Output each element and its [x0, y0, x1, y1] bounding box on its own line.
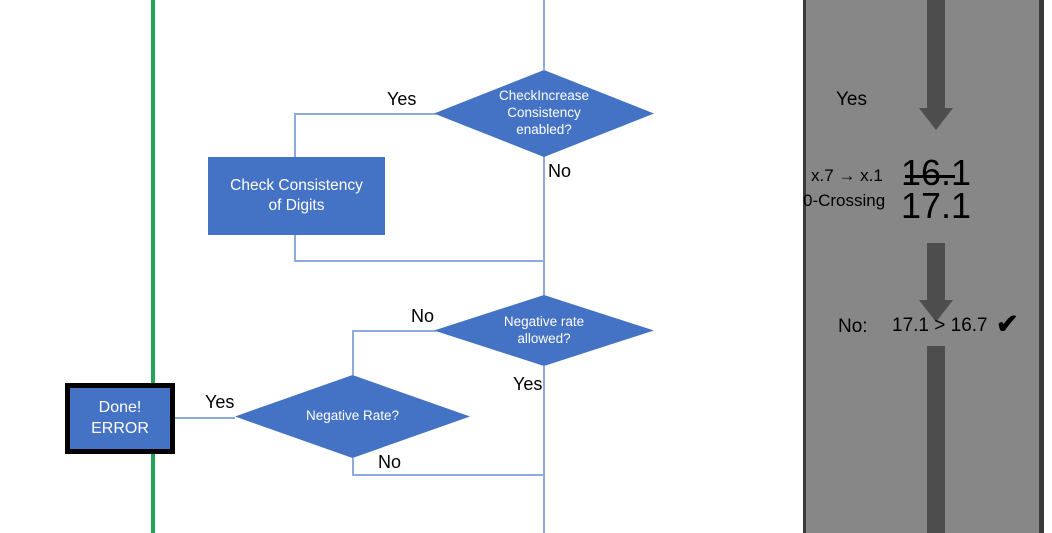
panel-arrow-top-stem: [927, 0, 945, 108]
panel-row-1-value: 17.1: [901, 185, 972, 226]
branch-label-check-increase-no: No: [548, 161, 572, 181]
diamond-shape: [434, 70, 654, 157]
connector-process-bottom-down: [294, 235, 296, 262]
panel-row-0-left: x.7 → x.1: [811, 166, 883, 185]
decision-check-increase-consistency[interactable]: CheckIncrease Consistency enabled?: [434, 70, 654, 157]
panel-left-edge: [803, 0, 806, 533]
connector-yes-down-to-process: [294, 113, 296, 157]
connector-process-to-trunk: [294, 260, 545, 262]
branch-label-negative-rate-allowed-yes: Yes: [513, 374, 543, 394]
branch-label-negative-rate-yes: Yes: [205, 392, 235, 412]
branch-label-negative-rate-allowed-no: No: [411, 306, 435, 326]
process-check-consistency-of-digits[interactable]: Check Consistency of Digits: [208, 157, 385, 235]
panel-row-1-left: 0-Crossing: [803, 191, 886, 210]
connector-yes-horizontal: [294, 113, 436, 115]
process-check-consistency-of-digits-label: Check Consistency of Digits: [230, 176, 363, 214]
branch-label-negative-rate-no: No: [378, 452, 402, 472]
diamond-shape: [235, 375, 470, 458]
process-done-error-label: Done! ERROR: [91, 398, 149, 437]
panel-comparison-expression: 17.1 > 16.7: [892, 315, 988, 336]
branch-label-check-increase-yes: Yes: [387, 89, 417, 109]
diamond-shape: [434, 295, 654, 366]
connector-top-stem: [543, 0, 545, 70]
panel-row-0-value: 16.1: [901, 152, 972, 193]
green-divider-rule: [151, 0, 155, 533]
connector-negrate-no-to-trunk: [352, 474, 545, 476]
panel-yes-label: Yes: [836, 89, 867, 110]
decision-negative-rate[interactable]: Negative Rate?: [235, 375, 470, 458]
connector-bottom-exit: [543, 474, 545, 533]
panel-right-edge: [1039, 0, 1044, 533]
panel-row-0-strikethrough: [905, 175, 955, 178]
panel-comparison-prefix: No:: [838, 316, 868, 337]
panel-arrow-middle-stem: [927, 243, 945, 301]
panel-comparison-check-icon: ✔: [996, 309, 1019, 339]
connector-negallowed-no-down: [352, 330, 354, 375]
connector-negrate-no-down: [352, 458, 354, 476]
connector-negallowed-no-horizontal: [352, 330, 436, 332]
connector-no-down-trunk: [543, 156, 545, 262]
panel-arrow-middle-head: [919, 300, 953, 322]
connector-trunk-to-negative-allowed: [543, 260, 545, 295]
right-detail-panel: Yes x.7 → x.1 16.1 0-Crossing 17.1 No: 1…: [803, 0, 1044, 533]
panel-arrow-bottom-stem: [927, 346, 945, 533]
process-done-error[interactable]: Done! ERROR: [65, 383, 175, 454]
decision-negative-rate-allowed[interactable]: Negative rate allowed?: [434, 295, 654, 366]
panel-arrow-top-head: [919, 108, 953, 130]
connector-negallowed-yes-down: [543, 366, 545, 476]
connector-negrate-yes-to-done: [175, 417, 235, 419]
